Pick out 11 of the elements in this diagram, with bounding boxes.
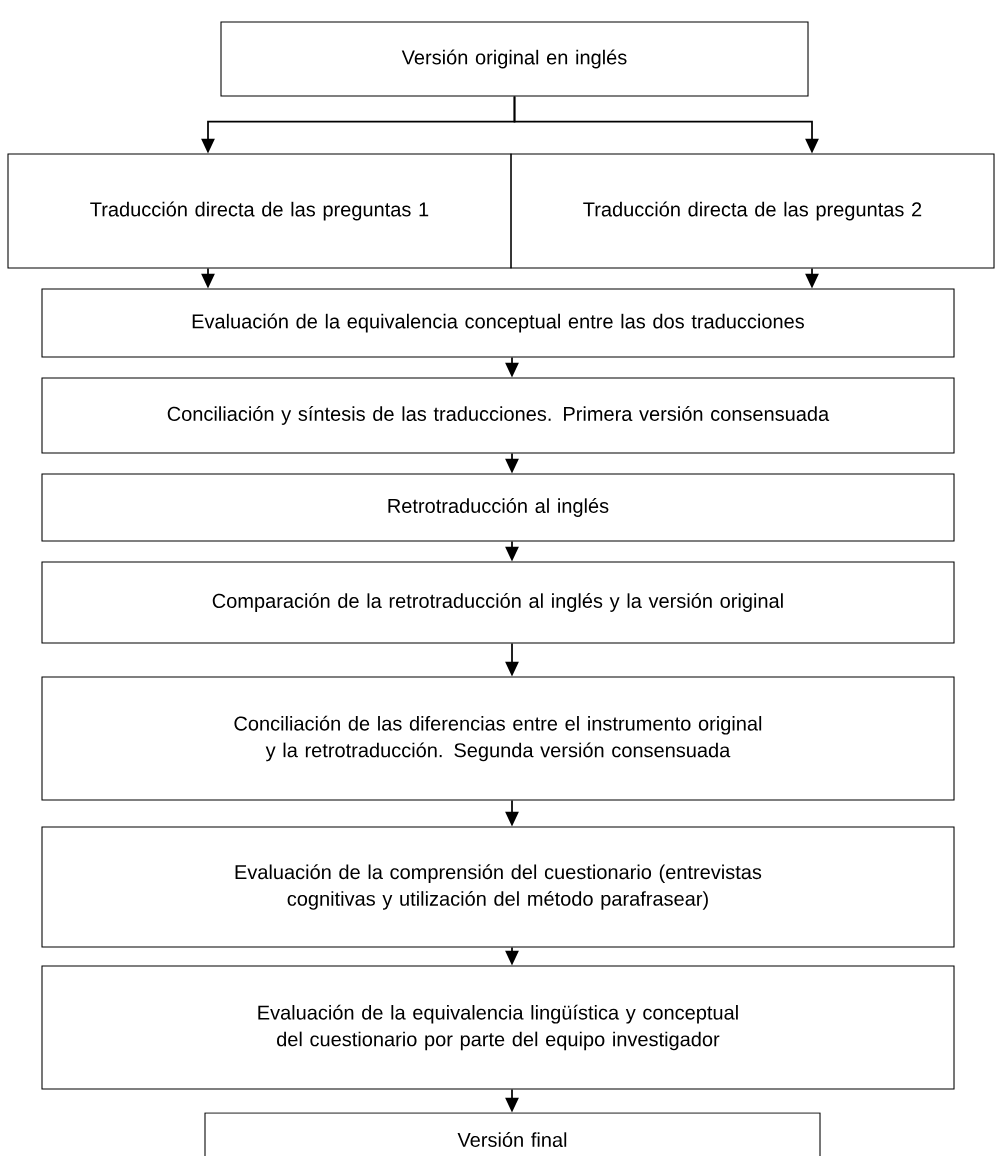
- process-box: Comparación de la retrotraducción al inglés y la versión original: [41, 561, 955, 644]
- process-box: Traducción directa de las preguntas 2: [510, 153, 995, 269]
- process-box: Evaluación de la equivalencia lingüística y conceptual del cuestionario por parte del equipo investigador: [41, 965, 955, 1090]
- process-box: Conciliación de las diferencias entre el instrumento original y la retrotraducción. Segunda versión consensuada: [41, 676, 955, 801]
- process-box: Retrotraducción al inglés: [41, 473, 955, 542]
- process-box: Evaluación de la equivalencia conceptual entre las dos traducciones: [41, 288, 955, 358]
- process-box: Evaluación de la comprensión del cuestionario (entrevistas cognitivas y utilización del método parafrasear): [41, 826, 955, 948]
- process-box: Traducción directa de las preguntas 1: [7, 153, 512, 269]
- process-box: Versión final: [204, 1112, 821, 1156]
- process-box: Conciliación y síntesis de las traducciones. Primera versión consensuada: [41, 377, 955, 454]
- process-box: Versión original en inglés: [220, 21, 809, 97]
